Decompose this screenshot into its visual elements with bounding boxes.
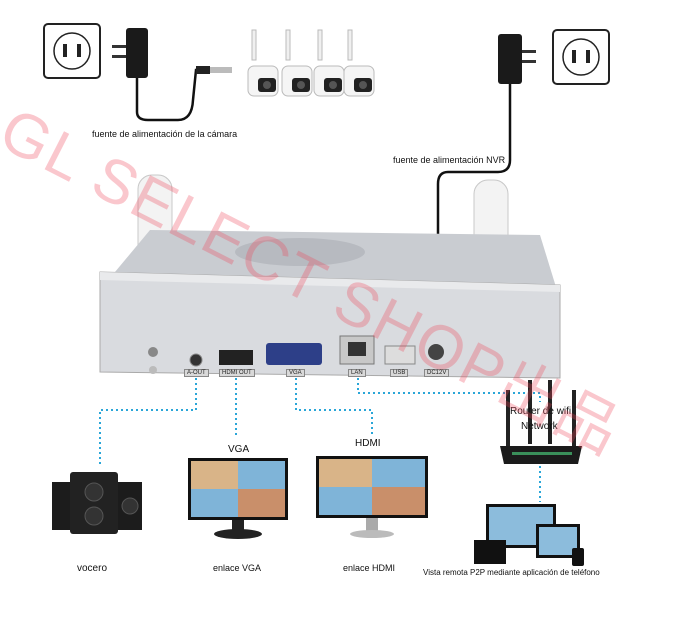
network-label: Network bbox=[521, 421, 558, 432]
usb-port-label: USB bbox=[390, 369, 409, 377]
hdmi-port-label: HDMI OUT bbox=[219, 369, 255, 377]
vga-monitor bbox=[188, 458, 288, 539]
wifi-router bbox=[500, 380, 582, 464]
vga-label: VGA bbox=[228, 444, 250, 455]
speaker-label: vocero bbox=[77, 563, 108, 574]
hdmi-label: HDMI bbox=[355, 438, 381, 449]
router-label: Router de wifi bbox=[510, 406, 572, 417]
hdmi-monitor bbox=[316, 456, 428, 538]
nvr-power-outlet bbox=[552, 29, 610, 85]
nvr-power-label: fuente de alimentación NVR bbox=[393, 155, 506, 165]
hdmi-link-label: enlace HDMI bbox=[343, 563, 396, 573]
lan-port-label: LAN bbox=[348, 369, 366, 377]
camera-power-label: fuente de alimentación de la cámara bbox=[92, 129, 238, 139]
wifi-cameras bbox=[247, 29, 375, 97]
remote-view-label: Vista remota P2P mediante aplicación de … bbox=[423, 568, 600, 577]
audio-port-label: A-OUT bbox=[184, 369, 209, 377]
camera-power-adapter bbox=[112, 28, 232, 122]
camera-power-outlet bbox=[43, 23, 101, 79]
dc-port-label: DC12V bbox=[424, 369, 450, 377]
remote-devices bbox=[474, 504, 584, 566]
connection-lines bbox=[99, 378, 541, 502]
vga-link-label: enlace VGA bbox=[213, 563, 262, 573]
speaker-set bbox=[52, 472, 142, 534]
nvr-recorder bbox=[99, 174, 561, 379]
vga-port-label: VGA bbox=[286, 369, 305, 377]
